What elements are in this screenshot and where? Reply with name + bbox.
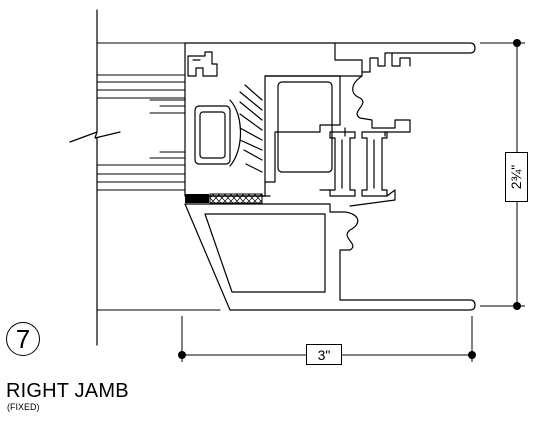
outer-frame-profile [334, 42, 476, 137]
detail-subtitle: (FIXED) [7, 402, 40, 412]
hatched-seal [209, 193, 263, 204]
glass-spacer [194, 99, 241, 167]
dimension-dots [178, 39, 521, 359]
glazing-lines [96, 42, 221, 311]
detail-number: 7 [15, 324, 31, 354]
thermal-break-strut-right [361, 131, 388, 197]
width-dimension-label: 3" [306, 344, 342, 365]
thermal-break-strut-left [329, 131, 356, 197]
height-dimension-text: 2¾" [508, 164, 525, 190]
glazing-clip [187, 51, 218, 77]
lower-frame-profile [184, 189, 476, 311]
sash-chamber [239, 75, 341, 183]
black-gasket [185, 194, 209, 203]
detail-number-circle: 7 [6, 322, 40, 356]
height-dimension-label: 2¾" [505, 152, 528, 202]
detail-title: RIGHT JAMB [6, 380, 129, 402]
width-dimension-text: 3" [317, 346, 331, 363]
wall-edge-line [69, 9, 121, 346]
